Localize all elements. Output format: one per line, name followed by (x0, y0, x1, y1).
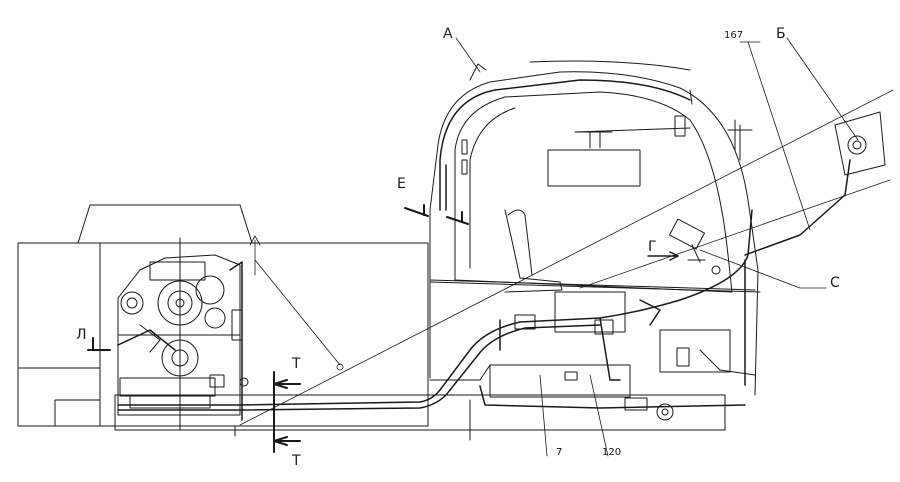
section-marker-t (274, 372, 300, 452)
section-marker-g (648, 252, 678, 260)
cab-exterior (430, 61, 758, 395)
label-e: Е (397, 176, 406, 192)
section-marker-l (88, 338, 110, 350)
leader-lines (240, 38, 893, 456)
rear-housing-outline (18, 205, 428, 426)
base-frame (115, 395, 725, 440)
label-a: А (443, 26, 453, 42)
label-167: 167 (724, 30, 744, 41)
section-marker-e (405, 205, 468, 224)
label-c: С (830, 275, 840, 291)
joystick (670, 219, 720, 274)
label-120: 120 (602, 447, 622, 458)
label-g: Г (648, 239, 657, 255)
engine (118, 238, 248, 430)
label-t-top: Т (292, 356, 301, 372)
label-7: 7 (556, 447, 563, 458)
label-b: Б (776, 26, 786, 42)
cab-window (455, 92, 732, 292)
operator-seat (505, 210, 562, 292)
label-t-bottom: Т (292, 453, 301, 469)
label-l: Л (76, 327, 87, 343)
work-light (835, 112, 885, 175)
